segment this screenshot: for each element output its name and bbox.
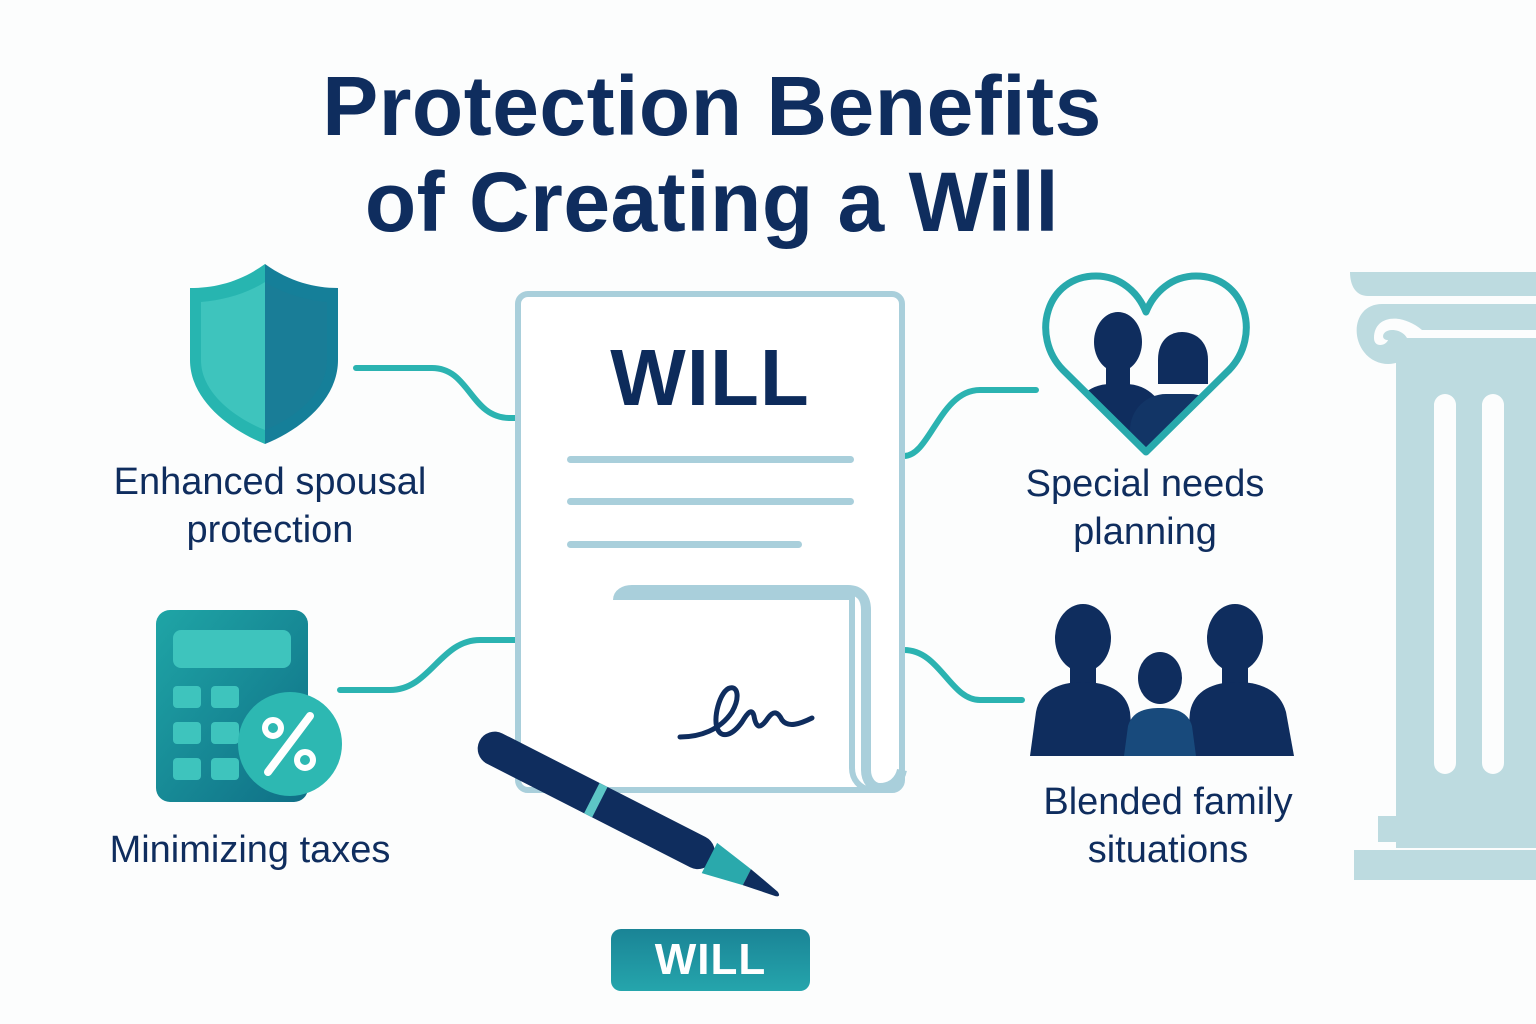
column-flutes: [1434, 394, 1504, 774]
page-title: Protection Benefits of Creating a Will: [0, 58, 1424, 250]
connector-lines: [337, 365, 1039, 703]
connector-blended: [901, 647, 1025, 703]
document-heading: WILL: [610, 333, 810, 422]
calculator-percent-icon: [156, 610, 342, 802]
pen-icon: [477, 731, 780, 897]
connector-taxes: [337, 637, 521, 693]
benefit-label-special-needs: Special needs planning: [1025, 463, 1265, 553]
shield-icon: [190, 264, 338, 444]
connector-spousal: [353, 365, 521, 421]
will-document-icon: [515, 291, 907, 794]
signature-icon: [677, 685, 815, 740]
will-badge: WILL: [611, 929, 810, 991]
title-line-1: Protection Benefits: [322, 59, 1102, 153]
benefit-label-blended: Blended family situations: [1043, 781, 1293, 871]
heart-couple-icon: [1042, 272, 1250, 456]
benefit-label-taxes: Minimizing taxes: [109, 829, 391, 871]
title-line-2: of Creating a Will: [364, 155, 1060, 249]
family-icon: [1030, 604, 1294, 756]
benefit-label-spousal: Enhanced spousal protection: [113, 461, 427, 551]
connector-special-needs: [901, 387, 1039, 459]
column-icon: [1350, 272, 1536, 880]
